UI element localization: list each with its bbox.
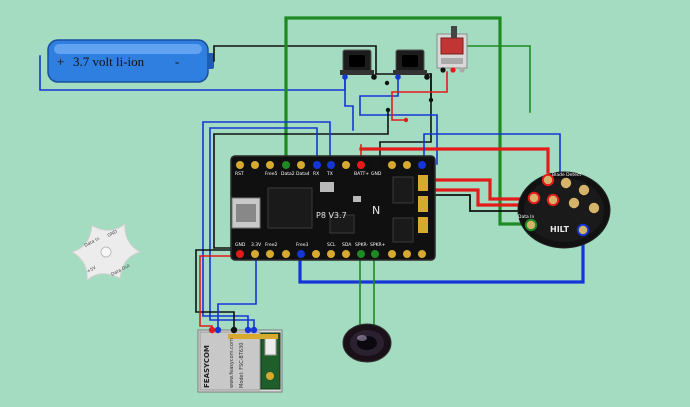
bottom-pin-row	[236, 250, 426, 258]
pin-label-3v3: 3.3V	[251, 242, 262, 248]
wire-red-hilt-2	[426, 178, 550, 201]
hilt-label: HILT	[550, 225, 569, 234]
wire-switch-red	[391, 71, 448, 121]
hilt-left-label: Data In	[518, 214, 535, 220]
pin-label-data4: Data4	[296, 171, 310, 177]
wire-switch-blue-2	[359, 77, 438, 165]
led-label-gnd: GND	[106, 229, 118, 239]
wire-black-hilt	[427, 194, 529, 212]
battery-minus-label: -	[175, 54, 179, 69]
pin-label-free2: Free2	[265, 242, 278, 248]
slide-switch[interactable]	[436, 26, 468, 73]
pin-label-sda: SDA	[342, 242, 352, 248]
pin-label-data2: Data2	[281, 171, 295, 177]
led-label-5v: +5V	[86, 265, 98, 275]
pin-label-batt: BATT+	[354, 171, 369, 177]
pin-label-free5: Free5	[265, 171, 278, 177]
tact-switch-1[interactable]	[340, 49, 377, 80]
wire-switch-black-2	[379, 73, 432, 165]
wire-battery-negative	[213, 45, 377, 75]
pin-label-rst: RST	[235, 171, 244, 177]
bt-module: Model: FSC-BT630 www.feasycom.com FEASYC…	[197, 326, 283, 393]
battery: + 3.7 volt li-ion -	[47, 39, 214, 83]
top-pin-row	[236, 161, 426, 169]
pin-label-spkr-plus: SPKR+	[370, 242, 386, 248]
battery-voltage-label: 3.7 volt li-ion	[73, 54, 145, 69]
wire-blue-rx	[209, 127, 318, 333]
led-star-board: Data In GND +5V Data Out	[70, 222, 142, 282]
wire-blue-hilt-top	[423, 133, 561, 201]
pin-label-tx: TX	[326, 171, 333, 177]
pin-label-gnd-top: GND	[371, 171, 382, 177]
hilt-connector: HILT Data In Blade Detect	[517, 171, 611, 249]
bt-model-label: Model: FSC-BT630	[239, 343, 245, 388]
bt-website-label: www.feasycom.com	[229, 338, 235, 388]
wire-switch-blue-1	[344, 77, 354, 131]
board-mark: N	[372, 204, 380, 217]
hilt-top-label: Blade Detect	[552, 172, 581, 178]
battery-plus-label: +	[57, 54, 64, 69]
wire-green-hilt	[442, 45, 531, 113]
pin-label-scl: SCL	[327, 242, 336, 248]
wire-blue-free2	[217, 253, 257, 333]
pin-label-rx: RX	[313, 171, 319, 177]
wire-green-data2	[284, 16, 529, 226]
pin-label-free3: Free3	[296, 242, 309, 248]
wire-blue-tx	[202, 121, 331, 333]
proffieboard: RST Free5 Data2 Data4 RX TX BATT+ GND GN…	[230, 155, 436, 261]
wire-blue-free3	[298, 234, 585, 284]
pin-label-spkr-minus: SPKR-	[355, 242, 368, 248]
bt-brand-label: FEASYCOM	[203, 345, 211, 388]
wire-black-gnd	[195, 249, 241, 333]
board-name: P8 V3.7	[316, 211, 347, 220]
speaker	[342, 323, 392, 363]
wire-switch-black-3	[213, 109, 389, 249]
pin-label-gnd-bottom: GND	[235, 242, 246, 248]
tact-switch-2[interactable]	[393, 49, 430, 80]
junction-dots	[384, 80, 434, 123]
